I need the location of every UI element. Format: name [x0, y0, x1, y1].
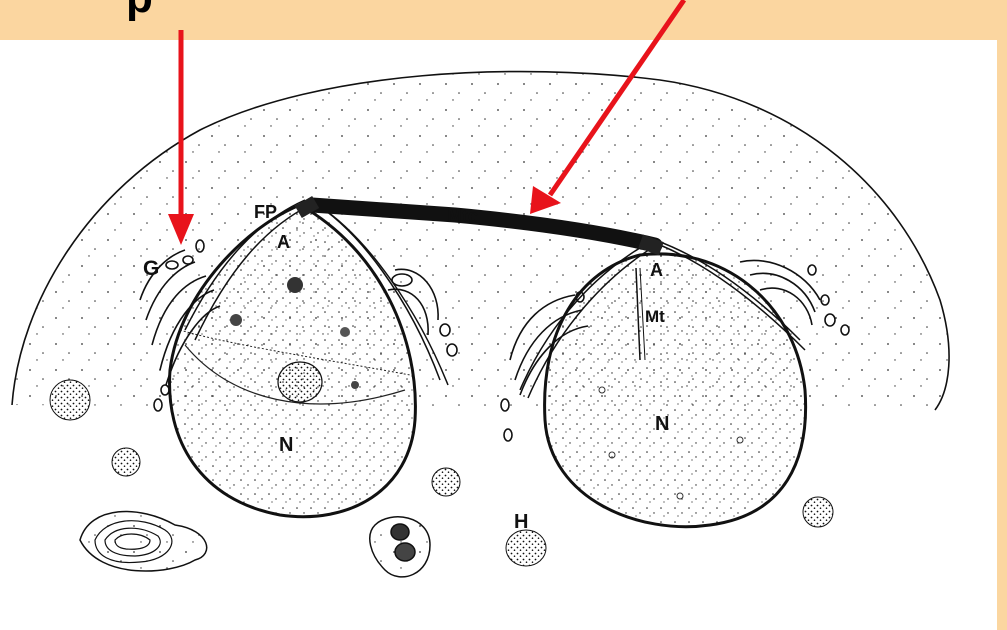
granule [803, 497, 833, 527]
label-n-left: N [279, 434, 293, 456]
label-g: G [143, 257, 159, 280]
label-n-right: N [655, 413, 669, 435]
granule [506, 530, 546, 566]
label-mtc: Mtc [447, 206, 478, 226]
label-h: H [514, 511, 528, 533]
label-a-left: A [277, 232, 290, 252]
lamellar-body [80, 511, 207, 571]
label-fp: FP [254, 202, 277, 222]
granule [50, 380, 90, 420]
granule [432, 468, 460, 496]
label-mt: Mt [645, 307, 665, 326]
label-a-right: A [650, 260, 663, 280]
nucleolus-left [278, 362, 322, 402]
granule [112, 448, 140, 476]
cell-membrane [12, 72, 949, 410]
vesicle-structure [370, 517, 430, 577]
